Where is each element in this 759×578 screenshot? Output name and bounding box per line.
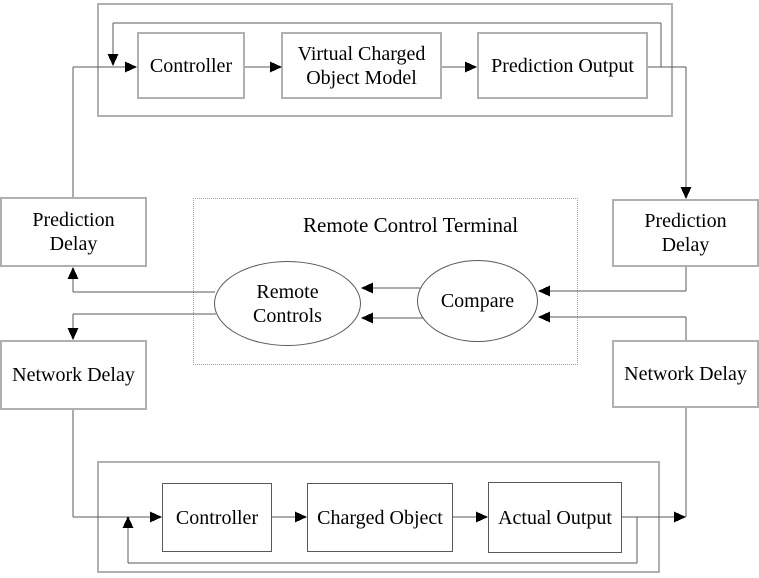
network-delay-right-label: Network Delay: [624, 363, 747, 385]
compare-ellipse: Compare: [417, 260, 538, 342]
virtual-loop-frame: [97, 3, 673, 117]
remote-terminal-title: Remote Control Terminal: [303, 213, 519, 237]
remote-controls-label: Remote Controls: [253, 280, 322, 327]
controller-bottom-label: Controller: [175, 506, 259, 529]
arrow-toward-network-delay-right-icon: [674, 511, 686, 523]
actual-output-box: Actual Output: [488, 482, 622, 553]
compare-label: Compare: [440, 290, 515, 312]
charged-object-label: Charged Object: [317, 506, 443, 529]
prediction-output-box: Prediction Output: [477, 32, 648, 99]
virtual-charged-object-model-box: Virtual Charged Object Model: [281, 32, 442, 99]
network-delay-left-label: Network Delay: [12, 364, 135, 386]
controller-bottom-box: Controller: [162, 483, 272, 552]
remote-controls-ellipse: Remote Controls: [214, 261, 361, 346]
charged-object-box: Charged Object: [307, 483, 453, 552]
arrow-into-prediction-delay-right-icon: [680, 187, 692, 199]
prediction-delay-right-box: Prediction Delay: [612, 199, 759, 267]
controller-top-box: Controller: [137, 32, 245, 99]
prediction-delay-left-label: Prediction Delay: [32, 209, 115, 255]
controller-top-label: Controller: [149, 54, 233, 77]
arrow-into-network-delay-left-icon: [67, 328, 79, 340]
prediction-delay-left-box: Prediction Delay: [0, 197, 147, 267]
actual-output-label: Actual Output: [498, 506, 612, 529]
arrow-into-prediction-delay-left-icon: [67, 267, 79, 279]
prediction-output-label: Prediction Output: [491, 54, 634, 77]
network-delay-right-box: Network Delay: [612, 340, 759, 408]
virtual-charged-object-model-label: Virtual Charged Object Model: [297, 42, 426, 89]
prediction-delay-right-label: Prediction Delay: [644, 210, 727, 256]
network-delay-left-box: Network Delay: [0, 340, 147, 410]
remote-terminal-dotted-frame: [193, 198, 578, 365]
